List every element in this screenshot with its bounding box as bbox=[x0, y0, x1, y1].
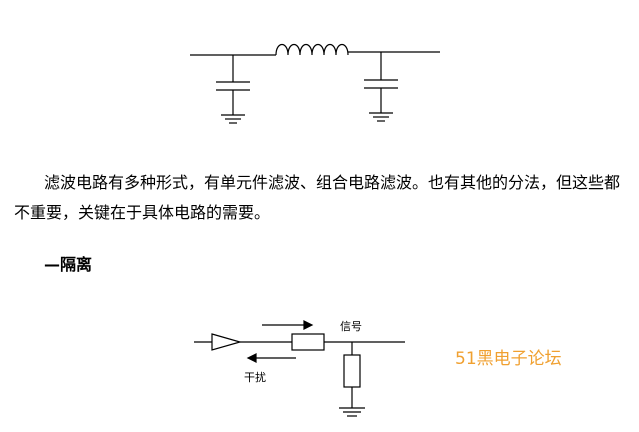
ground-right bbox=[369, 112, 393, 122]
capacitor-left bbox=[216, 55, 250, 115]
capacitor-right bbox=[364, 52, 398, 113]
ground-isolation bbox=[339, 407, 365, 417]
filter-description-paragraph: 滤波电路有多种形式，有单元件滤波、组合电路滤波。也有其他的分法，但这些都不重要，… bbox=[14, 173, 621, 222]
filter-circuit-diagram bbox=[190, 43, 440, 124]
ground-left bbox=[221, 114, 245, 124]
shunt-resistor bbox=[343, 354, 361, 388]
series-resistor bbox=[291, 333, 325, 351]
inductor-symbol bbox=[275, 43, 349, 56]
signal-arrow-right bbox=[262, 320, 314, 330]
buffer-amplifier-symbol bbox=[211, 333, 243, 351]
section-heading-isolation: —隔离 bbox=[44, 255, 93, 274]
signal-label: 信号 bbox=[340, 320, 362, 333]
forum-watermark: 51黑电子论坛 bbox=[455, 349, 562, 369]
interference-arrow-left bbox=[246, 353, 296, 363]
interference-label: 干扰 bbox=[244, 371, 266, 384]
